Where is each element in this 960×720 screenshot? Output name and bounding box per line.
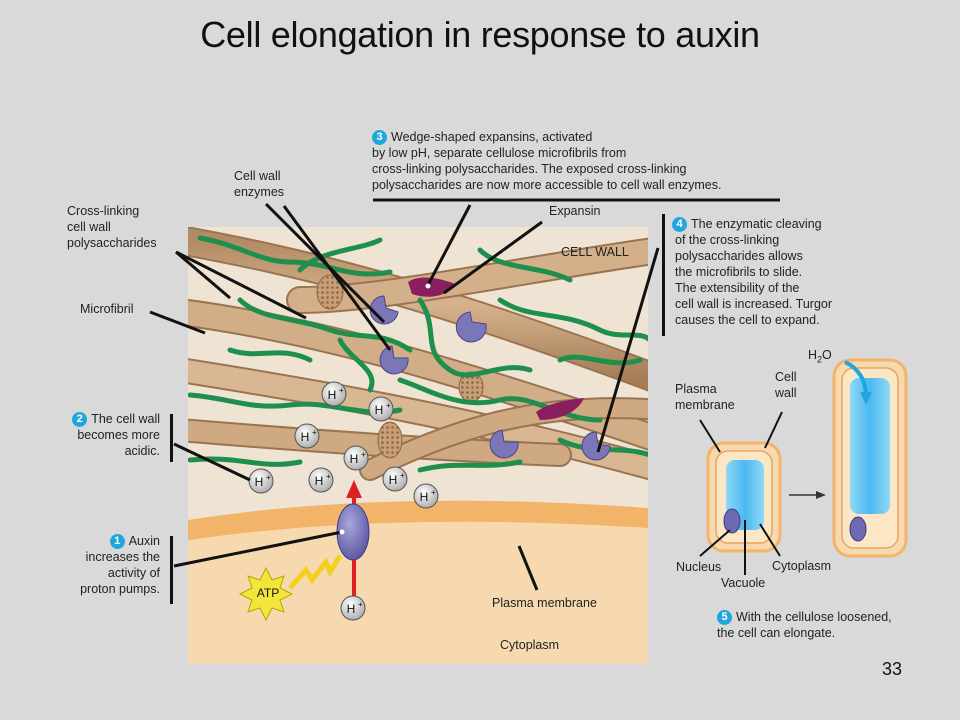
- step3-badge: 3: [372, 130, 387, 145]
- hydrogen-ion-charge: +: [361, 450, 366, 459]
- vacuole-label: Vacuole: [721, 576, 766, 590]
- hydrogen-ion: [413, 483, 439, 509]
- nucleus-label: Nucleus: [676, 560, 722, 574]
- hydrogen-ion-label: H: [389, 473, 398, 487]
- expansin-label: Expansin: [549, 204, 601, 218]
- hydrogen-ion-charge: +: [431, 488, 436, 497]
- hydrogen-ion-charge: +: [358, 600, 363, 609]
- cell-wall-region-label: CELL WALL: [561, 245, 629, 259]
- step4-badge: 4: [672, 217, 687, 232]
- step5-badge: 5: [717, 610, 732, 625]
- protons: H+H+H+H+H+H+H+H+H+: [248, 381, 439, 621]
- hydrogen-ion-label: H: [255, 475, 264, 489]
- microfibril-label: Microfibril: [80, 302, 134, 316]
- hydrogen-ion-charge: +: [312, 428, 317, 437]
- plasma-membrane: [188, 500, 648, 540]
- hydrogen-ion: [321, 381, 347, 407]
- hydrogen-ion-charge: +: [339, 386, 344, 395]
- page-number: 33: [881, 659, 902, 679]
- step1-bracket: [170, 536, 173, 604]
- hydrogen-ion-label: H: [328, 388, 337, 402]
- hydrogen-ion-charge: +: [326, 472, 331, 481]
- hydrogen-ion: [343, 445, 369, 471]
- cell-wall-enzymes: [369, 295, 611, 461]
- cytoplasm-label: Cytoplasm: [500, 638, 560, 652]
- hydrogen-ion: [382, 466, 408, 492]
- hydrogen-ion: [308, 467, 334, 493]
- step2-bracket: [170, 414, 173, 462]
- hydrogen-ion: [294, 423, 320, 449]
- leader-lines: [149, 198, 780, 591]
- hydrogen-ion-label: H: [420, 490, 429, 504]
- water-label: H2O: [808, 348, 832, 365]
- hydrogen-ion: [368, 396, 394, 422]
- hydrogen-ion-label: H: [375, 403, 384, 417]
- step4-bracket: [662, 214, 665, 336]
- atp-label: ATP: [257, 586, 279, 600]
- hydrogen-ion: [340, 595, 366, 621]
- step1-badge: 1: [109, 534, 125, 549]
- hydrogen-ion-charge: +: [386, 401, 391, 410]
- slide-title: Cell elongation in response to auxin: [200, 14, 760, 55]
- hydrogen-ion-label: H: [315, 474, 324, 488]
- cytoplasm-region: [188, 510, 648, 664]
- hydrogen-ion-label: H: [301, 430, 310, 444]
- elong-cytoplasm-label: Cytoplasm: [772, 559, 832, 573]
- hydrogen-ion-label: H: [347, 602, 356, 616]
- hydrogen-ion-label: H: [350, 452, 359, 466]
- atp-burst: [238, 566, 294, 622]
- step2-badge: 2: [72, 412, 88, 427]
- plasma-membrane-label: Plasma membrane: [492, 596, 597, 610]
- hydrogen-ion-charge: +: [400, 471, 405, 480]
- hydrogen-ion-charge: +: [266, 473, 271, 482]
